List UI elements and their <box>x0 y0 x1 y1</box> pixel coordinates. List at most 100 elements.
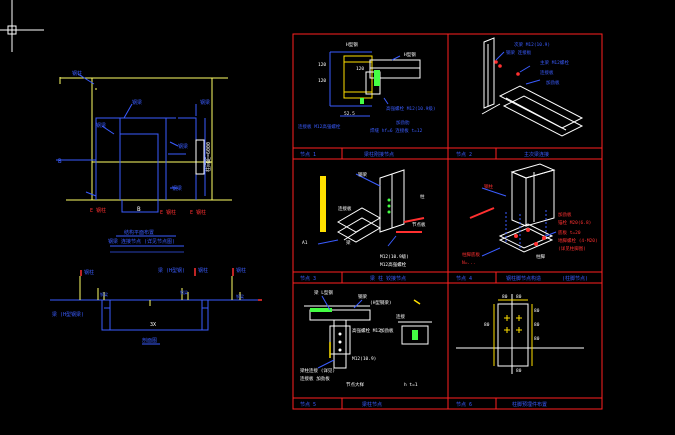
detail-4-dashed-lines <box>505 210 547 250</box>
left-section-view: 钢柱 梁 (H型钢) 钢柱 钢柱 钢梁 钢梁 钢梁 梁 (H型钢梁) 3X 剖面… <box>50 267 262 345</box>
detail-5-label-1: 梁 L型钢 <box>314 289 333 296</box>
section-structure-lines <box>50 299 260 345</box>
detail-2-label-2: 钢梁 连接板 <box>506 49 532 56</box>
left-plan-view: 钢柱 钢梁 钢梁 钢梁 钢梁 钢梁 柱间距=6000 B E 钢柱 E 钢柱 E… <box>56 70 232 253</box>
detail-2-leaders <box>495 51 541 85</box>
detail-3-label-4: M12(10.9级) <box>380 253 409 260</box>
detail-6-dim-lines <box>493 299 533 366</box>
section-small-3: 钢梁 <box>236 293 244 299</box>
detail-1-label-8: 高强螺栓 M12(10.9级) <box>386 105 436 112</box>
detail-1-label-6: 52.5 <box>344 111 355 117</box>
detail-5-green <box>310 308 418 340</box>
detail-sheet-frame <box>292 33 603 410</box>
detail-5: 梁 L型钢 钢梁 (H型钢梁) 连接 高强螺栓 M12 加劲板 M12(10.9… <box>300 289 432 408</box>
detail-6: 80 80 80 80 80 80 80 节点 6 柱脚预埋件布置 <box>456 294 584 408</box>
detail-1-label-7: 连接板 M12高强螺栓 <box>298 123 341 130</box>
detail-6-dim-3: 80 <box>534 308 540 314</box>
detail-1-label-3: 120 <box>318 62 326 68</box>
plan-callout-5: 钢梁 <box>172 185 182 192</box>
detail-6-dim-4: 80 <box>534 322 540 328</box>
detail-1-annotation <box>329 51 401 117</box>
detail-5-bolts <box>338 332 342 352</box>
detail-5-number: 节点 5 <box>300 402 316 408</box>
detail-4-label-1: 钢柱 <box>484 183 493 190</box>
plan-callout-4: 钢梁 <box>178 143 188 150</box>
detail-4-leaders <box>481 187 557 257</box>
detail-4-number: 节点 4 <box>456 276 472 282</box>
detail-6-anchor-holes <box>504 315 522 333</box>
detail-2-number: 节点 2 <box>456 152 472 158</box>
detail-1-number: 节点 1 <box>300 152 316 158</box>
detail-6-title: 柱脚预埋件布置 <box>512 401 547 408</box>
plan-callout-2: 钢梁 <box>200 99 210 106</box>
detail-3-red-cut <box>396 217 425 233</box>
detail-3-title: 梁 柱 铰接节点 <box>370 275 406 282</box>
plan-bottom-mark-2: E 钢柱 <box>160 209 176 216</box>
detail-2-label-5: 加劲板 <box>546 79 560 86</box>
detail-5-label-10: 节点大样 <box>346 381 364 388</box>
detail-2-iso-beams <box>481 37 584 137</box>
detail-6-number: 节点 6 <box>456 402 472 408</box>
detail-2-red-bolts <box>494 60 520 76</box>
plan-structure-lines <box>59 77 232 201</box>
detail-1-label-4: 120 <box>318 78 326 84</box>
detail-5-label-7: M12(10.9) <box>352 356 376 362</box>
detail-4-label-6: (详见柱脚图) <box>558 245 586 252</box>
detail-2-label-1: 次梁 M12(10.9) <box>514 41 550 48</box>
section-label-2: 梁 (H型钢) <box>158 267 185 274</box>
section-center-label: 3X <box>150 322 156 328</box>
detail-1-label-2: H型钢 <box>404 51 416 58</box>
detail-4-label-5: 地脚螺栓 (4-M20) <box>558 237 598 244</box>
detail-5-leaders <box>317 295 363 369</box>
detail-1-label-1: H型钢 <box>346 41 358 48</box>
detail-3: 柱 连接板 梁 M12(10.9级) M12高强螺栓 节点板 钢梁 A1 节点 … <box>300 169 426 282</box>
plan-grid-letter: B <box>58 158 62 165</box>
detail-3-label-6: 节点板 <box>412 221 426 228</box>
section-red-marks <box>80 268 262 301</box>
detail-5-label-4: 连接 <box>396 313 405 320</box>
detail-1-title: 梁柱刚接节点 <box>364 151 394 158</box>
detail-3-label-1: 柱 <box>420 193 425 200</box>
section-label-1: 钢柱 <box>84 269 94 276</box>
detail-5-label-2: 钢梁 <box>358 293 367 300</box>
detail-4-red-arrow <box>469 207 495 219</box>
section-small-1: 钢梁 <box>100 291 108 297</box>
detail-3-label-3: 梁 <box>346 239 351 246</box>
detail-2-label-3: 主梁 M12螺栓 <box>540 59 569 66</box>
plan-caption-line1: 结构平面布置 <box>124 229 154 236</box>
detail-5-title: 梁柱节点 <box>362 401 382 408</box>
detail-1: H型钢 H型钢 120 120 120 52.5 连接板 M12高强螺栓 高强螺… <box>298 41 436 158</box>
section-side-label: 梁 (H型钢梁) <box>52 311 84 318</box>
detail-3-leaders <box>317 173 397 247</box>
detail-3-column <box>336 169 405 243</box>
detail-3-section-hatch <box>320 176 326 232</box>
detail-4-red-bolts <box>514 228 546 246</box>
detail-3-bolts <box>387 198 391 214</box>
detail-3-label-5: M12高强螺栓 <box>380 261 407 268</box>
detail-6-dim-5: 80 <box>534 336 540 342</box>
detail-1-label-9: 加劲肋 <box>396 119 410 126</box>
plan-callout-1: 钢梁 <box>132 99 142 106</box>
plan-callout-3: 钢梁 <box>96 122 106 129</box>
detail-4: 钢柱 加劲板 锚栓 M20(6.8) 底板 t=20 地脚螺栓 (4-M20) … <box>456 163 598 282</box>
section-yellow-ticks <box>79 276 241 306</box>
crosshair-cursor-icon <box>0 0 44 52</box>
detail-6-plate <box>456 294 584 374</box>
detail-3-label-8: A1 <box>302 240 308 246</box>
detail-5-label-5: 高强螺栓 M12 <box>352 327 381 334</box>
detail-4-label-8: N=... <box>462 260 476 266</box>
detail-4-label-4: 底板 t=20 <box>558 229 581 236</box>
section-small-2: 钢梁 <box>180 289 188 295</box>
detail-sheet: H型钢 H型钢 120 120 120 52.5 连接板 M12高强螺栓 高强螺… <box>292 33 603 410</box>
detail-2-label-4: 连接板 <box>540 69 554 76</box>
detail-2: 次梁 M12(10.9) 钢梁 连接板 主梁 M12螺栓 连接板 加劲板 节点 … <box>456 37 584 158</box>
detail-5-label-9: 连接板 加劲板 <box>300 375 330 382</box>
detail-1-dims <box>360 70 380 104</box>
detail-1-section-box <box>343 55 373 99</box>
detail-4-column-base <box>498 163 556 253</box>
plan-dimension-box <box>195 139 205 175</box>
detail-4-label-3: 锚栓 M20(6.8) <box>558 219 591 226</box>
detail-6-dim-1: 80 <box>502 294 508 300</box>
detail-4-title-suffix: (柱脚节点) <box>562 275 588 282</box>
